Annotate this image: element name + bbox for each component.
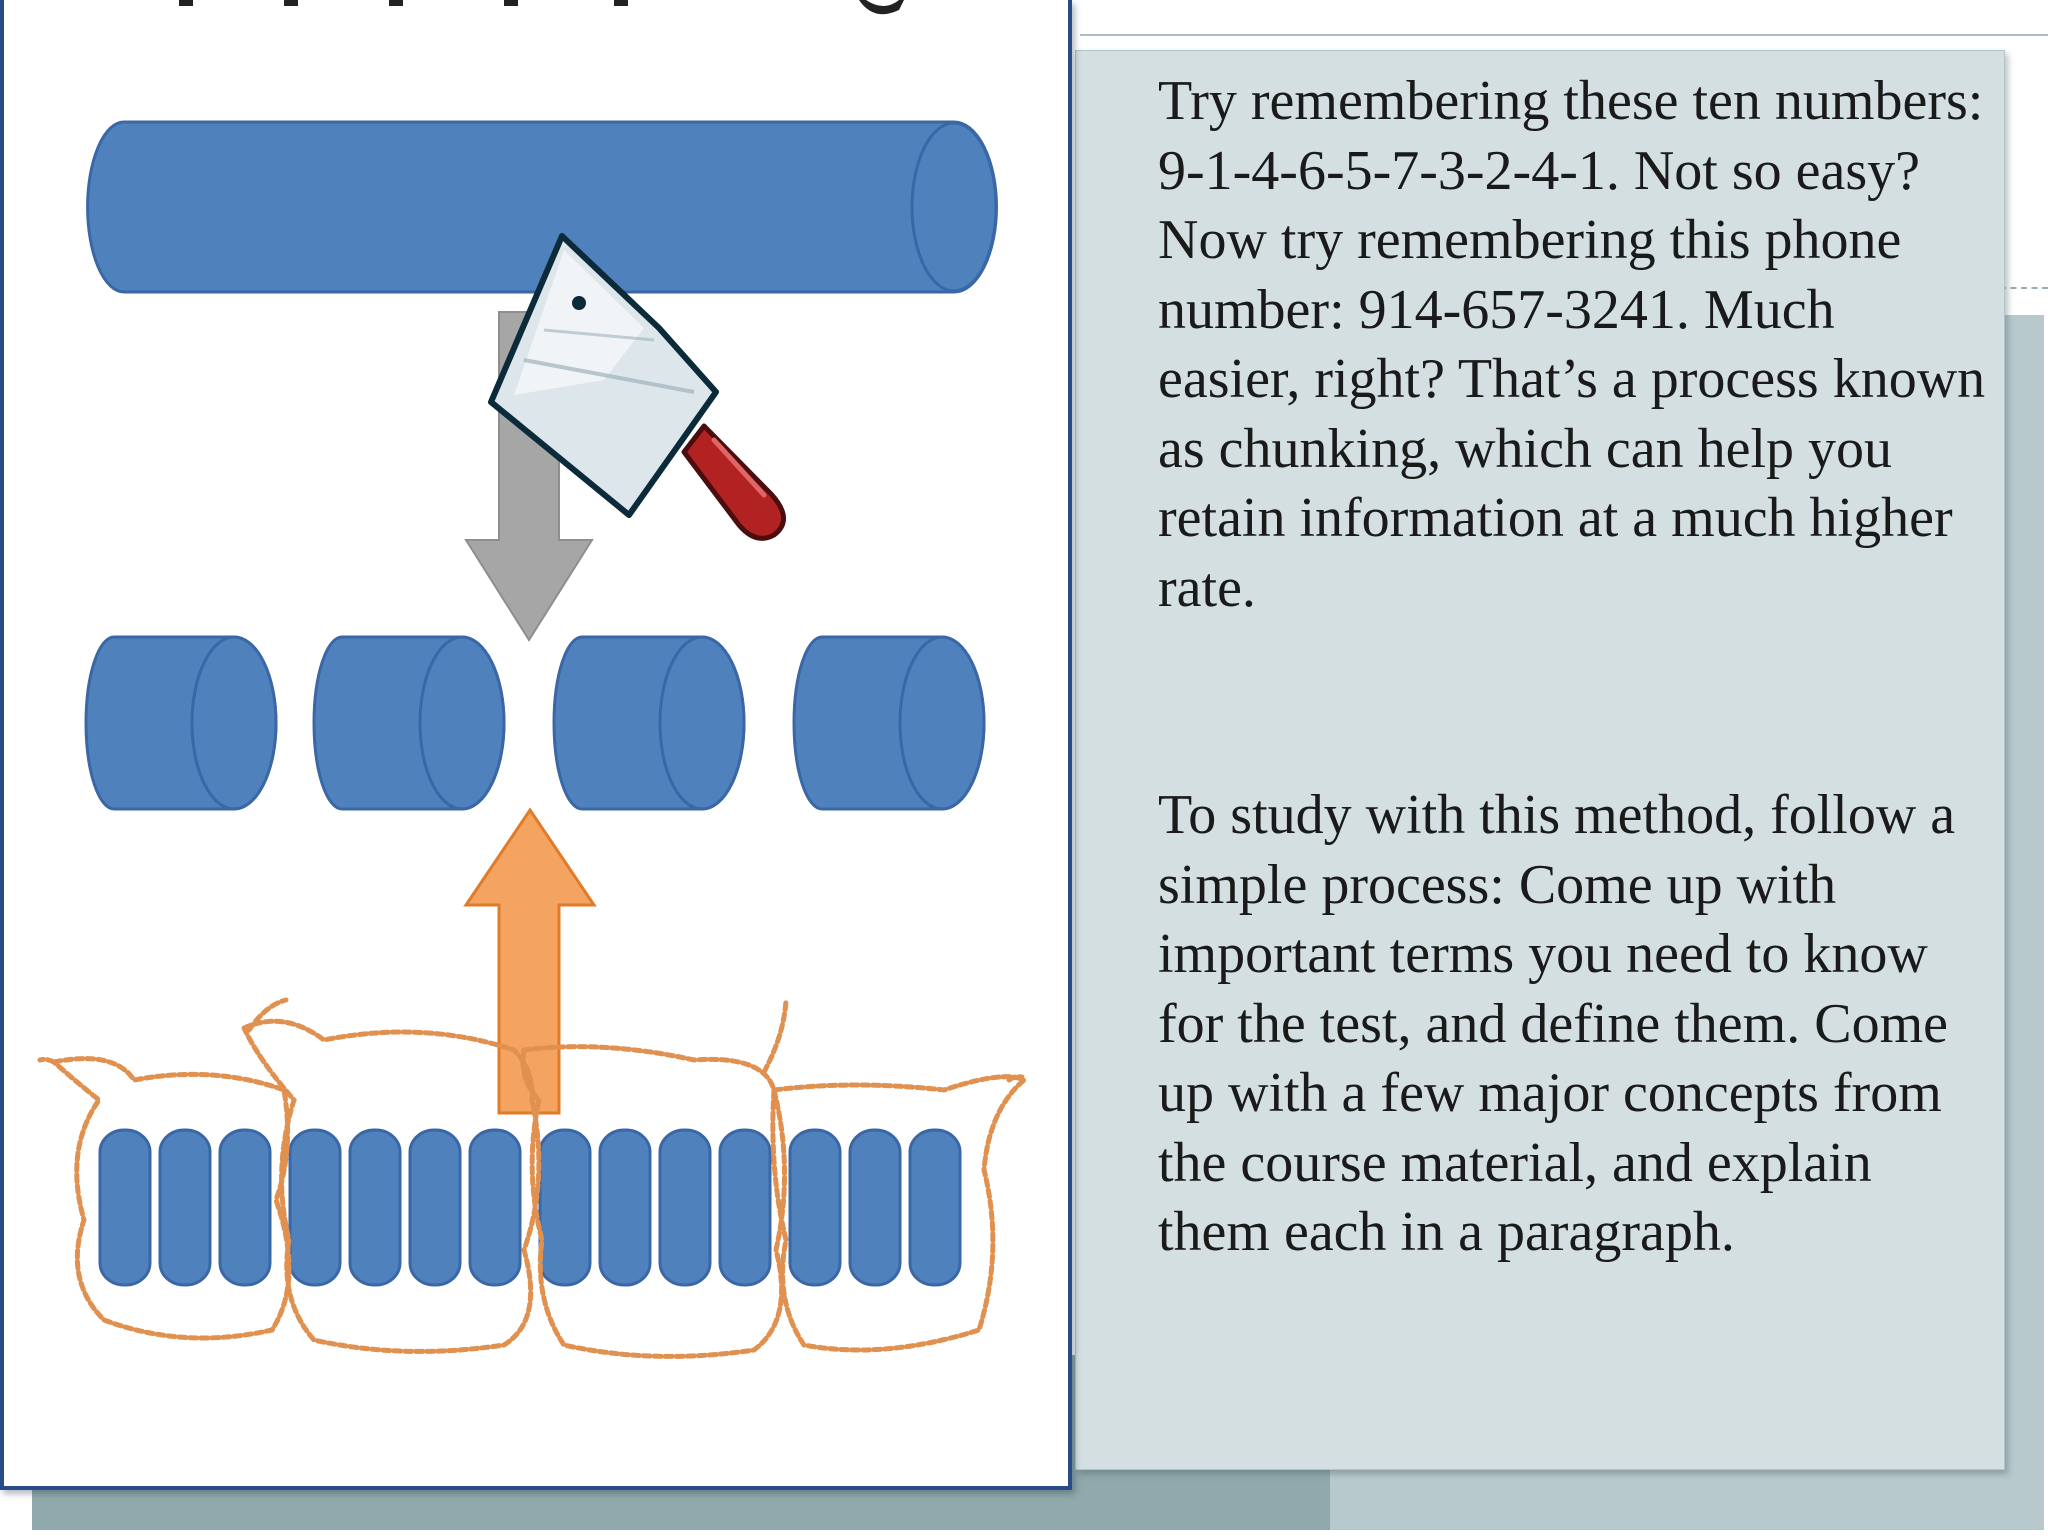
small-disc: [658, 1128, 712, 1287]
small-disc: [288, 1128, 342, 1287]
chunking-illustration: [37, 0, 1029, 1359]
small-disc: [218, 1128, 272, 1287]
dashed-divider-line: [2000, 287, 2048, 289]
small-disc: [348, 1128, 402, 1287]
rope-bundles: [37, 997, 1029, 1359]
top-divider-line: [1080, 34, 2048, 36]
small-disc: [848, 1128, 902, 1287]
small-disc: [908, 1128, 962, 1287]
rope-bundle: [520, 1044, 788, 1359]
small-disc: [158, 1128, 212, 1287]
text-card: Try remembering these ten numbers: 9-1-4…: [1075, 50, 2005, 1470]
paragraph-method: To study with this method, follow a simp…: [1158, 784, 1956, 1263]
chunking-illustration-frame: [0, 0, 1072, 1490]
small-disc: [408, 1128, 462, 1287]
long-cylinder: [86, 120, 998, 294]
rope-end: [1006, 1074, 1025, 1083]
up-arrow: [463, 807, 597, 1115]
rope-bundle: [51, 1056, 292, 1341]
rope-end: [246, 997, 289, 1033]
middle-chunk: [84, 635, 278, 811]
rope-bundle: [241, 1018, 542, 1354]
small-disc: [538, 1128, 592, 1287]
small-disc: [718, 1128, 772, 1287]
middle-chunk: [792, 635, 986, 811]
small-disc: [468, 1128, 522, 1287]
middle-chunk: [312, 635, 506, 811]
paragraph-intro: Try remembering these ten numbers: 9-1-4…: [1158, 70, 1986, 619]
middle-chunks: [84, 635, 986, 811]
small-disc: [98, 1128, 152, 1287]
heading-fragment: [179, 0, 904, 15]
cleaver-knife-icon: [488, 233, 786, 541]
middle-chunk: [552, 635, 746, 811]
rope-end: [37, 1056, 57, 1065]
small-disc: [788, 1128, 842, 1287]
small-discs: [98, 1128, 962, 1287]
rope-bundle: [770, 1074, 1029, 1353]
small-disc: [598, 1128, 652, 1287]
rope-end: [761, 997, 789, 1075]
